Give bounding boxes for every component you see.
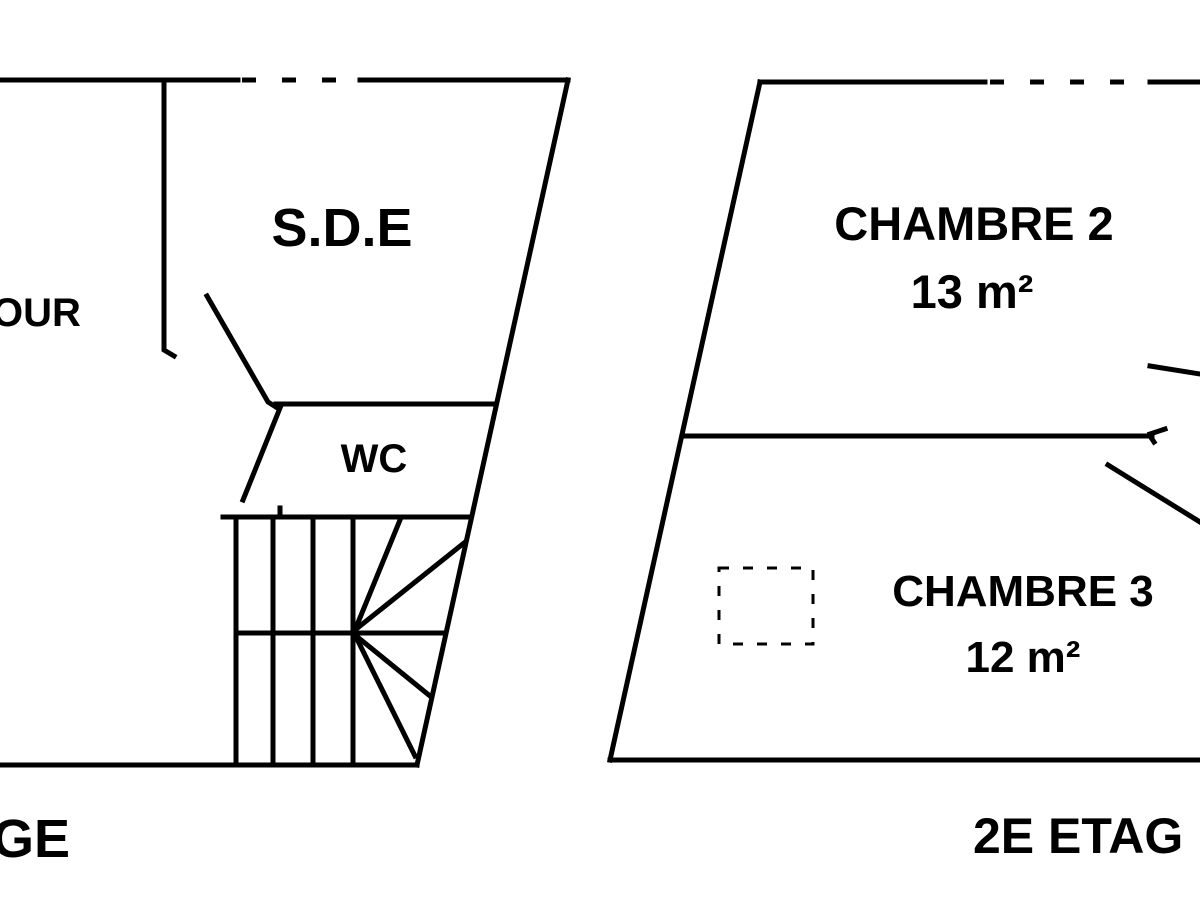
slanted-left-wall [607, 79, 763, 763]
slanted-right-wall [414, 77, 571, 768]
partition-wall [161, 79, 178, 360]
room-label-wc: WC [341, 437, 408, 481]
right-floor-plan: CHAMBRE 2 13 m² CHAMBRE 3 12 m² 2E ETAG [607, 79, 1200, 864]
wall-end [1146, 432, 1158, 446]
dashed-fixture [717, 566, 815, 646]
floor-label-left: GE [0, 809, 70, 869]
room-area-chambre3: 12 m² [966, 633, 1081, 682]
room-label-chambre2: CHAMBRE 2 [834, 197, 1113, 250]
wall-end-tick [1146, 425, 1169, 438]
sde-door-wall [203, 292, 280, 411]
room-label-chambre3: CHAMBRE 3 [892, 567, 1154, 616]
room-area-chambre2: 13 m² [911, 265, 1034, 318]
left-floor-plan: OUR S.D.E WC GE [0, 77, 571, 869]
wc-left-wall [239, 404, 284, 504]
floor-label-right: 2E ETAG [973, 808, 1183, 864]
door-wall [1104, 461, 1200, 525]
room-label-sde: S.D.E [271, 198, 412, 258]
room-label-sejour: OUR [0, 291, 81, 335]
door-wall [1147, 363, 1200, 377]
staircase [220, 505, 470, 768]
